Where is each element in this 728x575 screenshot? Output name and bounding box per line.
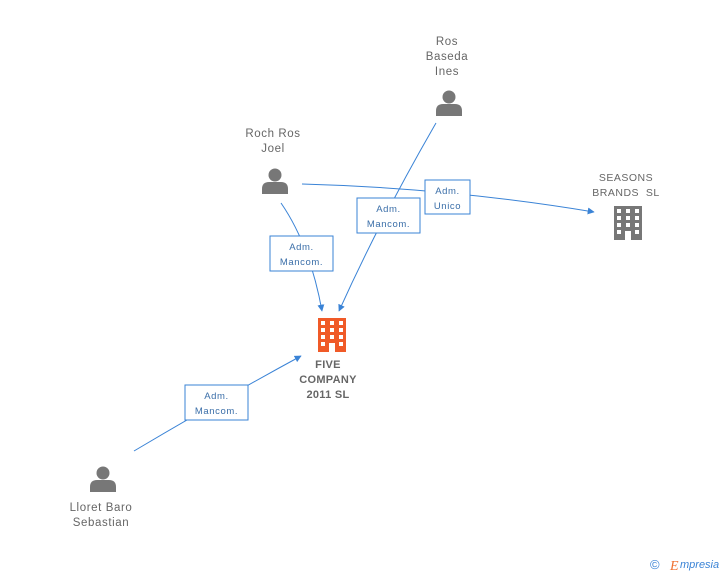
building-icon xyxy=(318,318,346,352)
node-label-line-2: COMPANY xyxy=(299,374,357,386)
node-label-line-3: 2011 SL xyxy=(306,389,349,401)
person-icon xyxy=(262,168,288,194)
copyright-icon: © xyxy=(650,557,660,572)
brand-logo-initial: E xyxy=(669,559,679,574)
edge-label-line-1: Adm. xyxy=(204,391,229,402)
node-label-line-2: Baseda xyxy=(426,51,469,63)
edge-label-box xyxy=(424,179,471,215)
edge-label-box xyxy=(184,384,249,421)
edge-roch-to-seasons[interactable]: Adm. Unico xyxy=(301,179,595,215)
edge-ros-to-five[interactable]: Adm. Mancom. xyxy=(338,122,437,312)
node-roch-ros-joel[interactable]: Roch Ros Joel xyxy=(245,128,300,194)
edge-lloret-to-five[interactable]: Adm. Mancom. xyxy=(133,355,302,452)
person-icon xyxy=(90,466,116,492)
edge-roch-to-five[interactable]: Adm. Mancom. xyxy=(269,202,334,312)
node-label-line-1: Lloret Baro xyxy=(70,502,133,514)
edge-label-line-2: Unico xyxy=(434,201,461,212)
edge-label-line-1: Adm. xyxy=(435,186,460,197)
node-lloret-baro-sebastian[interactable]: Lloret Baro Sebastian xyxy=(70,466,133,530)
node-label-line-2: BRANDS SL xyxy=(592,187,659,199)
node-label-line-1: Ros xyxy=(436,36,458,48)
footer-watermark: © E mpresia xyxy=(650,557,719,574)
node-five-company-2011-sl[interactable]: FIVE COMPANY 2011 SL xyxy=(299,318,357,401)
edge-label-line-1: Adm. xyxy=(289,242,314,253)
node-label-line-2: Sebastian xyxy=(73,517,130,529)
edge-label-box xyxy=(356,197,421,234)
edge-label-line-2: Mancom. xyxy=(367,219,410,230)
node-label-line-2: Joel xyxy=(261,143,285,155)
node-label-line-1: SEASONS xyxy=(599,172,653,184)
brand-logo-text: mpresia xyxy=(680,559,719,571)
node-seasons-brands-sl[interactable]: SEASONS BRANDS SL xyxy=(592,172,659,240)
person-icon xyxy=(436,90,462,116)
node-label-line-1: FIVE xyxy=(315,359,341,371)
node-label-line-3: Ines xyxy=(435,66,459,78)
edge-label-line-2: Mancom. xyxy=(195,406,238,417)
building-icon xyxy=(614,206,642,240)
node-ros-baseda-ines[interactable]: Ros Baseda Ines xyxy=(426,36,469,116)
edge-label-box xyxy=(269,235,334,272)
edge-label-line-1: Adm. xyxy=(376,204,401,215)
edge-label-line-2: Mancom. xyxy=(280,257,323,268)
node-label-line-1: Roch Ros xyxy=(245,128,300,140)
